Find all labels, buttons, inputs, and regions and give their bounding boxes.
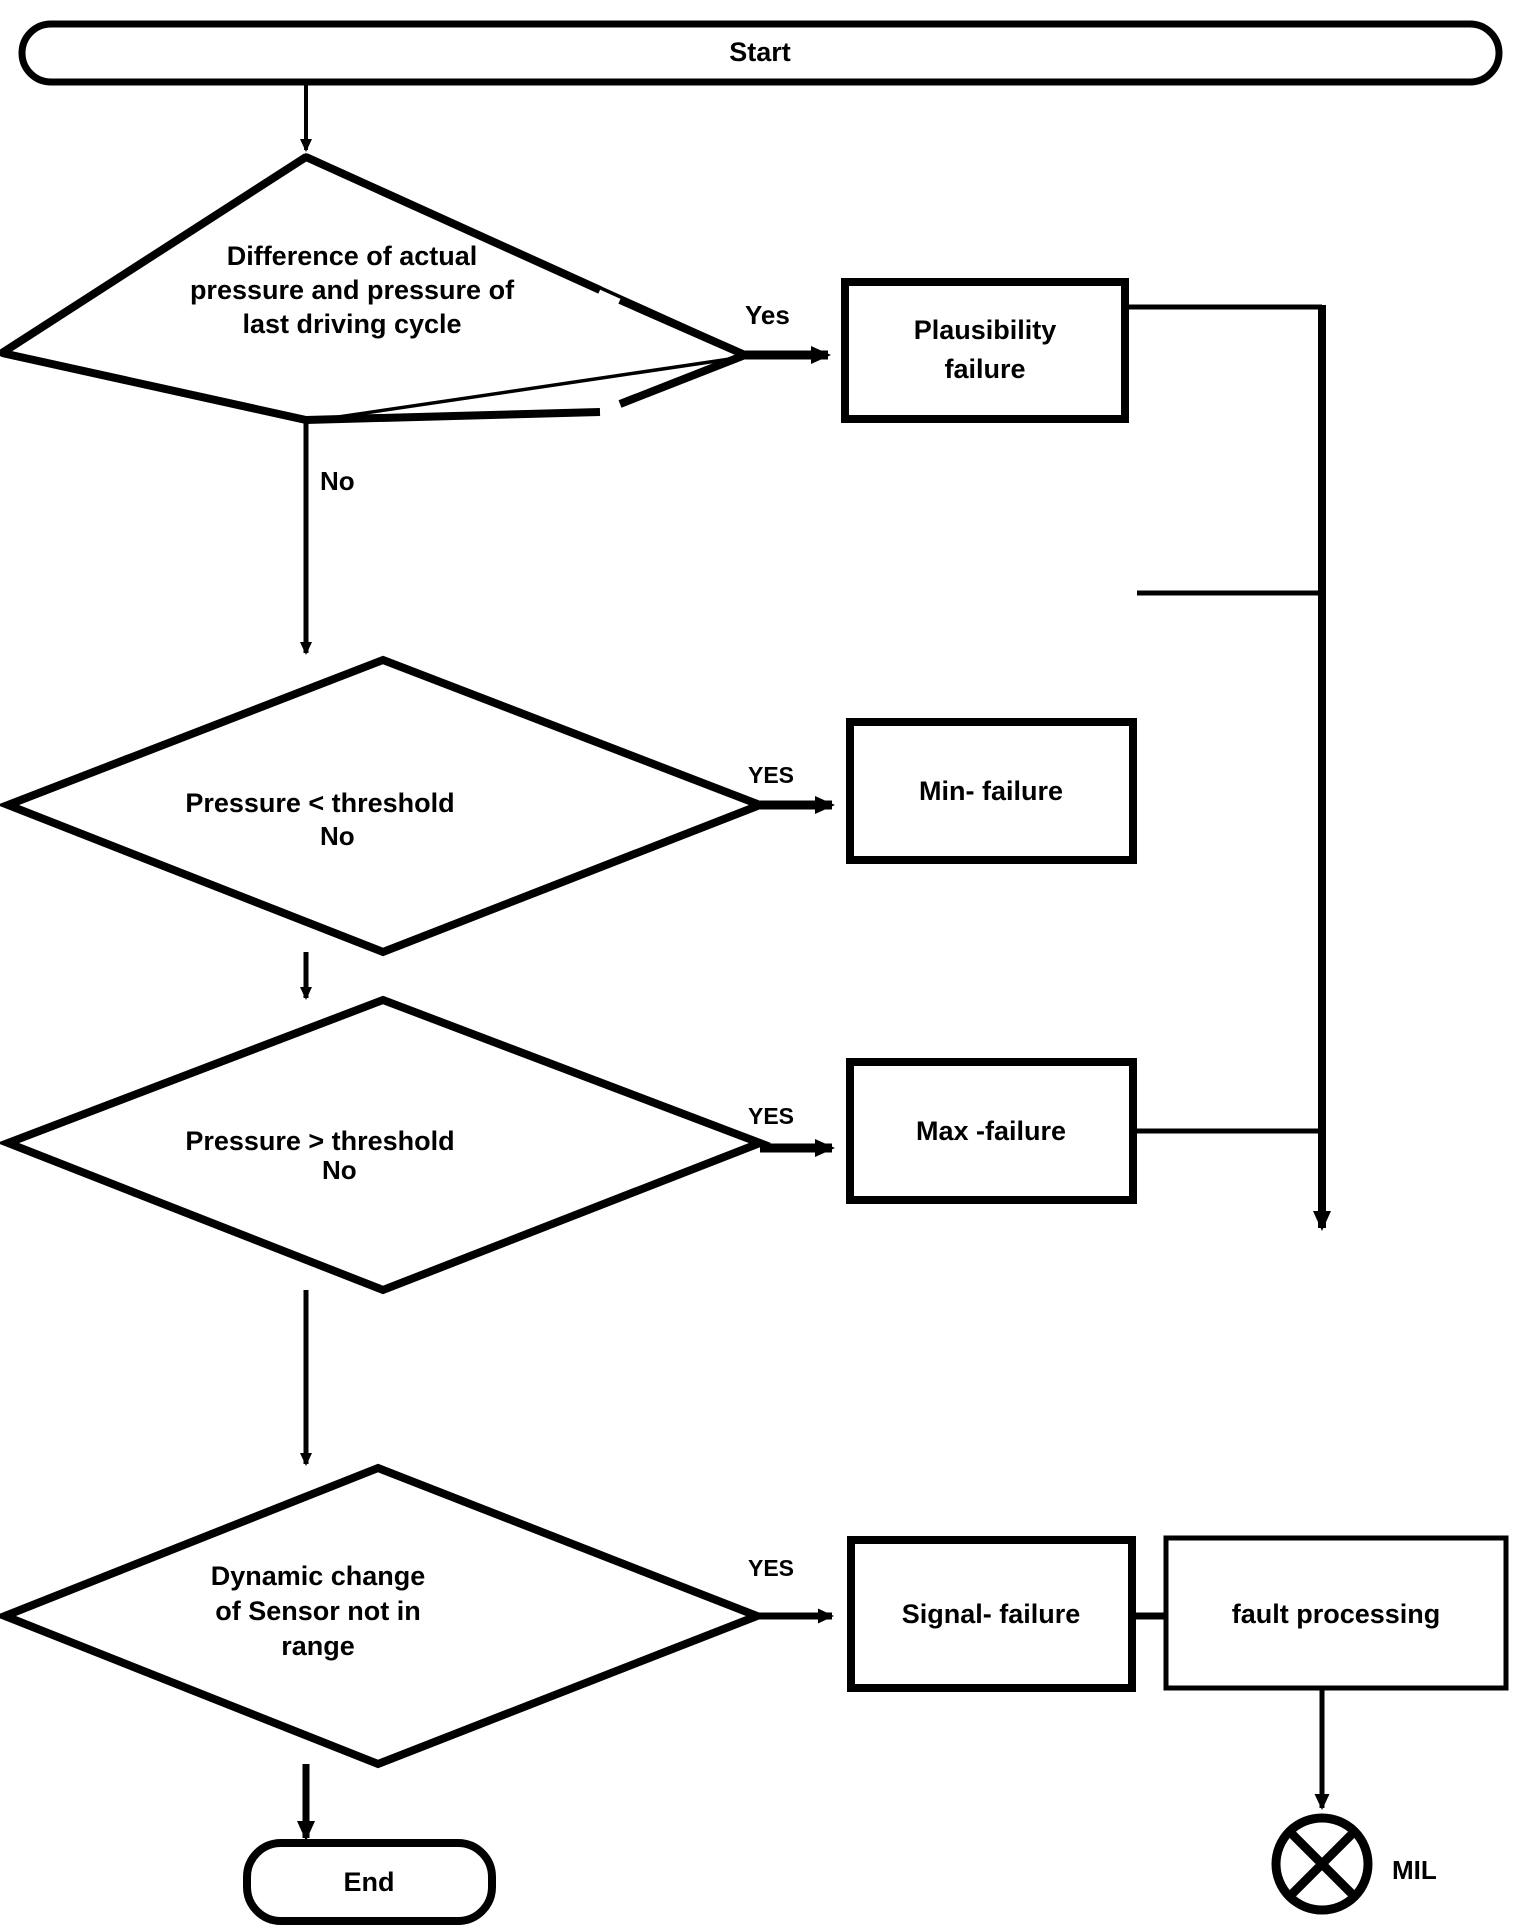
edge-label-decision3-no-main: No [322,1155,357,1185]
node-signal-failure-label: Signal- failure [902,1599,1081,1629]
connector-decision2-yes: YES [748,762,835,814]
connector-decision1-yes: Yes [745,300,831,364]
edge-label-decision2-yes: YES [748,762,794,788]
connector-decision3-yes: YES [748,1103,835,1157]
node-decision4-line3: range [281,1631,355,1661]
edge-label-decision1-no: No [320,466,355,496]
mil-label: MIL [1392,1855,1437,1885]
circle-x-icon [1271,1813,1373,1915]
node-plausibility-failure-line1: Plausibility [914,315,1057,345]
node-start[interactable]: Start [18,20,1503,86]
node-decision1-line2: pressure and pressure of [190,275,515,305]
connector-decision2-no-line: No [300,821,355,1000]
node-signal-failure[interactable]: Signal- failure [847,1536,1136,1692]
node-decision4-line2: of Sensor not in [215,1596,421,1626]
node-end[interactable]: End [243,1839,496,1925]
node-fault-processing[interactable]: fault processing [1163,1535,1509,1691]
mil-indicator[interactable]: MIL [1271,1813,1437,1915]
node-min-failure[interactable]: Min- failure [846,718,1137,864]
edge-label-decision3-yes: YES [748,1103,794,1129]
node-end-label: End [344,1867,395,1897]
edge-label-decision2-no: No [320,821,355,851]
node-decision4-line1: Dynamic change [211,1561,426,1591]
node-plausibility-failure-line2: failure [944,354,1025,384]
node-max-failure-label: Max -failure [916,1116,1066,1146]
node-decision1-line1: Difference of actual [227,241,478,271]
node-decision-pressure-above-threshold[interactable]: Pressure > threshold [0,995,772,1295]
connector-decision1-no: No [300,420,355,655]
node-start-label: Start [729,37,791,67]
node-decision1-line3: last driving cycle [242,309,461,339]
connector-decision3-no: No No [300,1290,312,1466]
node-decision-dynamic-change[interactable]: Dynamic change of Sensor not in range [0,1463,768,1769]
edge-label-decision1-yes: Yes [745,300,790,330]
node-min-failure-label: Min- failure [919,776,1063,806]
edge-label-decision4-yes: YES [748,1555,794,1581]
connector-min-failure-to-collector [1137,590,1322,596]
node-decision3-label: Pressure > threshold [185,1126,454,1156]
node-fault-processing-label: fault processing [1232,1599,1441,1629]
node-plausibility-failure[interactable]: Plausibility failure [841,278,1129,423]
node-max-failure[interactable]: Max -failure [846,1058,1137,1204]
node-decision-pressure-difference[interactable]: Difference of actual pressure and pressu… [0,153,758,425]
node-decision2-label: Pressure < threshold [185,788,454,818]
connector-decision4-yes: YES [748,1555,834,1624]
node-decision-pressure-below-threshold[interactable]: Pressure < threshold [0,655,772,957]
